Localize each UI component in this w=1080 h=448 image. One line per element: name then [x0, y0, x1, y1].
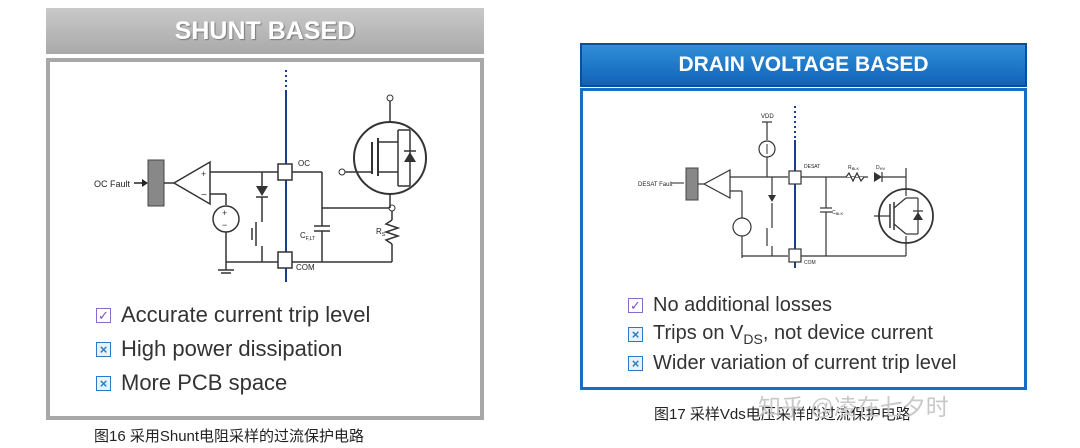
- checkbox-checked-icon: ✓: [628, 298, 643, 313]
- figure-17-caption: 图17 采样Vds电压采样的过流保护电路: [654, 406, 911, 423]
- reference-voltage-source-icon: [732, 217, 752, 237]
- shunt-resistor-label: RS: [376, 227, 386, 238]
- com-pin-label: COM: [804, 260, 816, 266]
- svg-text:−: −: [222, 220, 227, 230]
- comparator-symbol: [172, 160, 211, 206]
- drain-voltage-bullet-list: ✓No additional losses ×Trips on VDS, not…: [628, 291, 956, 378]
- vdd-label: VDD: [761, 114, 774, 120]
- drain-voltage-based-panel: [580, 88, 1027, 390]
- watermark: 知乎 @凌在七夕时: [758, 394, 949, 420]
- list-item: ×Wider variation of current trip level: [628, 349, 956, 378]
- checkbox-cross-icon: ×: [96, 375, 111, 391]
- oc-fault-label: OC Fault: [94, 179, 131, 189]
- oc-pin-label: OC: [298, 159, 310, 168]
- shunt-based-bullet-list: ✓Accurate current trip level ×High power…: [96, 298, 370, 400]
- list-item: ×High power dissipation: [96, 332, 370, 366]
- shunt-based-panel: [46, 58, 484, 420]
- list-item: ✓No additional losses: [628, 291, 956, 320]
- blanking-resistor-label: RBLK: [848, 165, 860, 171]
- checkbox-cross-icon: ×: [628, 327, 643, 342]
- diode-icon: [768, 195, 776, 202]
- diode-icon: [256, 186, 268, 196]
- comparator-symbol: [702, 168, 731, 200]
- blanking-capacitor-label: CBLK: [832, 210, 844, 216]
- com-pin-label: COM: [296, 263, 315, 272]
- desat-pin: [788, 170, 802, 185]
- fault-output-block: [685, 167, 699, 201]
- figure-16-caption: 图16 采用Shunt电阻采样的过流保护电路: [94, 428, 365, 445]
- list-item: ×Trips on VDS, not device current: [628, 320, 956, 349]
- drain-voltage-based-title: DRAIN VOLTAGE BASED: [580, 43, 1027, 87]
- com-pin: [277, 251, 293, 269]
- svg-text:−: −: [201, 190, 207, 201]
- svg-text:+: +: [222, 208, 227, 218]
- checkbox-checked-icon: ✓: [96, 307, 111, 323]
- hv-diode-label: DHV: [876, 165, 886, 171]
- shunt-based-title: SHUNT BASED: [46, 8, 484, 54]
- svg-text:+: +: [201, 169, 206, 179]
- checkbox-cross-icon: ×: [96, 341, 111, 357]
- filter-capacitor-label: CF,LT: [300, 231, 315, 242]
- desat-pin-label: DESAT: [804, 164, 820, 170]
- list-item: ×More PCB space: [96, 366, 370, 400]
- hv-diode-icon: [874, 172, 882, 182]
- com-pin: [788, 248, 802, 263]
- shunt-resistor-icon: [383, 219, 401, 245]
- checkbox-cross-icon: ×: [628, 356, 643, 371]
- list-item: ✓Accurate current trip level: [96, 298, 370, 332]
- desat-fault-label: DESAT Fault: [638, 182, 673, 188]
- blanking-resistor-icon: [845, 171, 865, 183]
